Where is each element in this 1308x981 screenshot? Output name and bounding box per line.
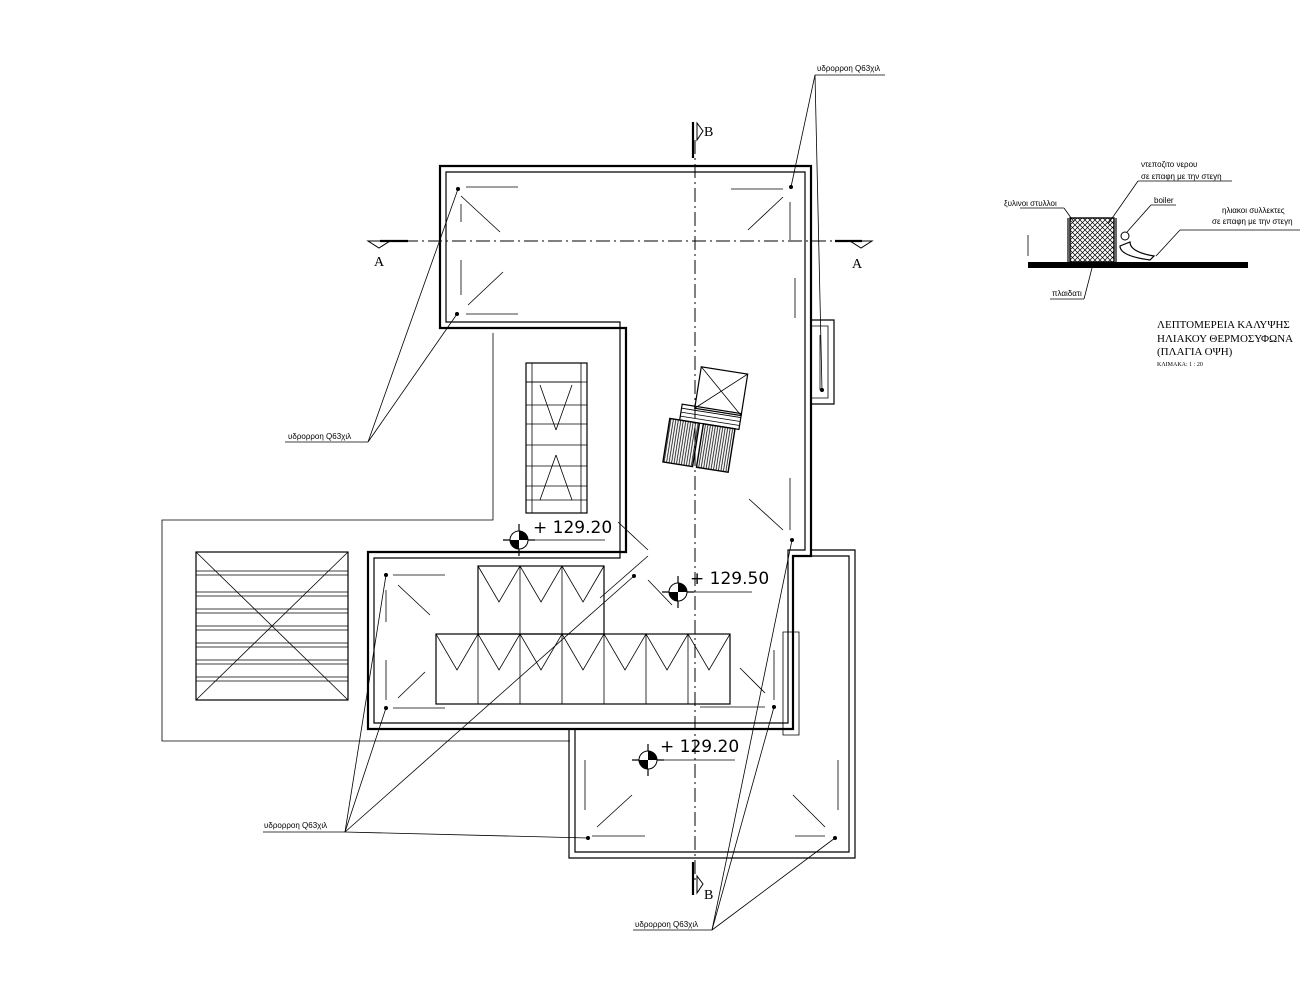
detail-label-boiler: boiler xyxy=(1154,196,1174,205)
section-mark-a-right: A xyxy=(852,257,863,272)
solar-heater-plan xyxy=(662,366,749,474)
downpipe-label-left: υδρορροη Q63χιλ xyxy=(288,432,351,441)
detail-title-line-1: ΛΕΠΤΟΜΕΡΕΙΑ ΚΑΛΥΨΗΣ xyxy=(1157,319,1290,331)
section-mark-a-left: A xyxy=(374,255,385,270)
downpipe-leaders xyxy=(263,74,885,931)
skylight-panels xyxy=(435,565,731,705)
staircase xyxy=(525,362,588,514)
section-line-a: A A xyxy=(366,239,874,272)
detail-title-line-3: (ΠΛΑΓΙΑ ΟΨΗ) xyxy=(1157,346,1233,358)
elevation-label-3: + 129.20 xyxy=(660,737,739,757)
detail-label-collectors-note: σε επαφη με την στεγη xyxy=(1212,217,1293,226)
elevation-label-1: + 129.20 xyxy=(533,518,612,538)
section-mark-b-top: B xyxy=(704,125,713,140)
detail-title-block: ΛΕΠΤΟΜΕΡΕΙΑ ΚΑΛΥΨΗΣ ΗΛΙΑΚΟΥ ΘΕΡΜΟΣΥΦΩΝΑ … xyxy=(1157,319,1293,368)
downpipe-label-top: υδρορροη Q63χιλ xyxy=(817,64,880,73)
solar-heater-detail: ντεποζιτο νερου σε επαφη με την στεγη ξυ… xyxy=(1004,160,1300,300)
concrete-slab xyxy=(1028,262,1248,268)
detail-label-wooden-posts: ξυλινοι στυλλοι xyxy=(1004,199,1057,208)
detail-label-water-tank-note: σε επαφη με την στεγη xyxy=(1141,172,1222,181)
water-tank xyxy=(1069,217,1115,263)
downpipe-label-bottom: υδρορροη Q63χιλ xyxy=(635,920,698,929)
level-marker-3: + 129.20 xyxy=(632,737,739,776)
level-marker-2: + 129.50 xyxy=(662,569,769,608)
roof-outline-lower xyxy=(568,549,856,859)
level-marker-1: + 129.20 xyxy=(503,518,612,556)
detail-label-slab: πλαιδατι xyxy=(1052,289,1082,298)
side-projection xyxy=(811,319,835,405)
detail-label-collectors: ηλιακοι συλλεκτες xyxy=(1222,206,1285,215)
roof-drains xyxy=(384,185,837,840)
pergola xyxy=(195,551,349,701)
elevation-label-2: + 129.50 xyxy=(690,569,769,589)
detail-label-water-tank: ντεποζιτο νερου xyxy=(1141,160,1197,169)
section-line-b: B B xyxy=(691,121,713,903)
roof-outline-upper xyxy=(366,164,813,731)
detail-scale: ΚΛΙΜΑΚΑ: 1 : 20 xyxy=(1157,362,1203,368)
terrace-outline xyxy=(161,333,570,742)
section-mark-b-bottom: B xyxy=(704,888,713,903)
downpipe-label-lower-left: υδρορροη Q63χιλ xyxy=(264,821,327,830)
slope-marks xyxy=(385,186,839,837)
detail-title-line-2: ΗΛΙΑΚΟΥ ΘΕΡΜΟΣΥΦΩΝΑ xyxy=(1157,333,1293,345)
